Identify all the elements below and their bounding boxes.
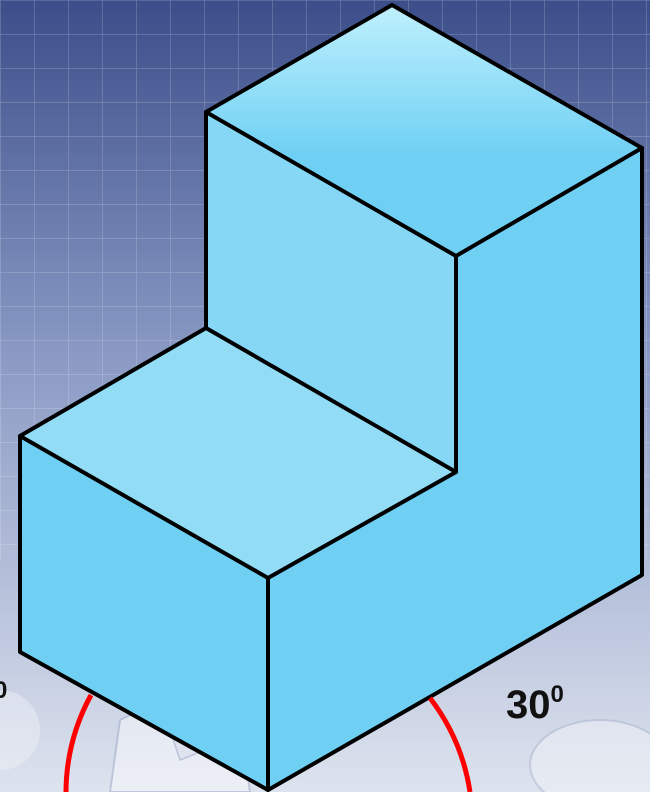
block-edges [18,3,644,792]
angle-arcs [63,693,473,792]
angle-label-left: 0 [0,677,7,704]
block-front-right-face [268,148,642,790]
angle-arc-left [63,693,94,792]
block-top-face-step [20,328,456,578]
block-riser-face [206,112,456,472]
angle-arc-right [428,696,473,792]
block-front-left-face [20,436,268,790]
block-top-face-upper [206,5,642,256]
angle-label-right: 300 [506,681,564,727]
stepped-block [18,3,644,792]
